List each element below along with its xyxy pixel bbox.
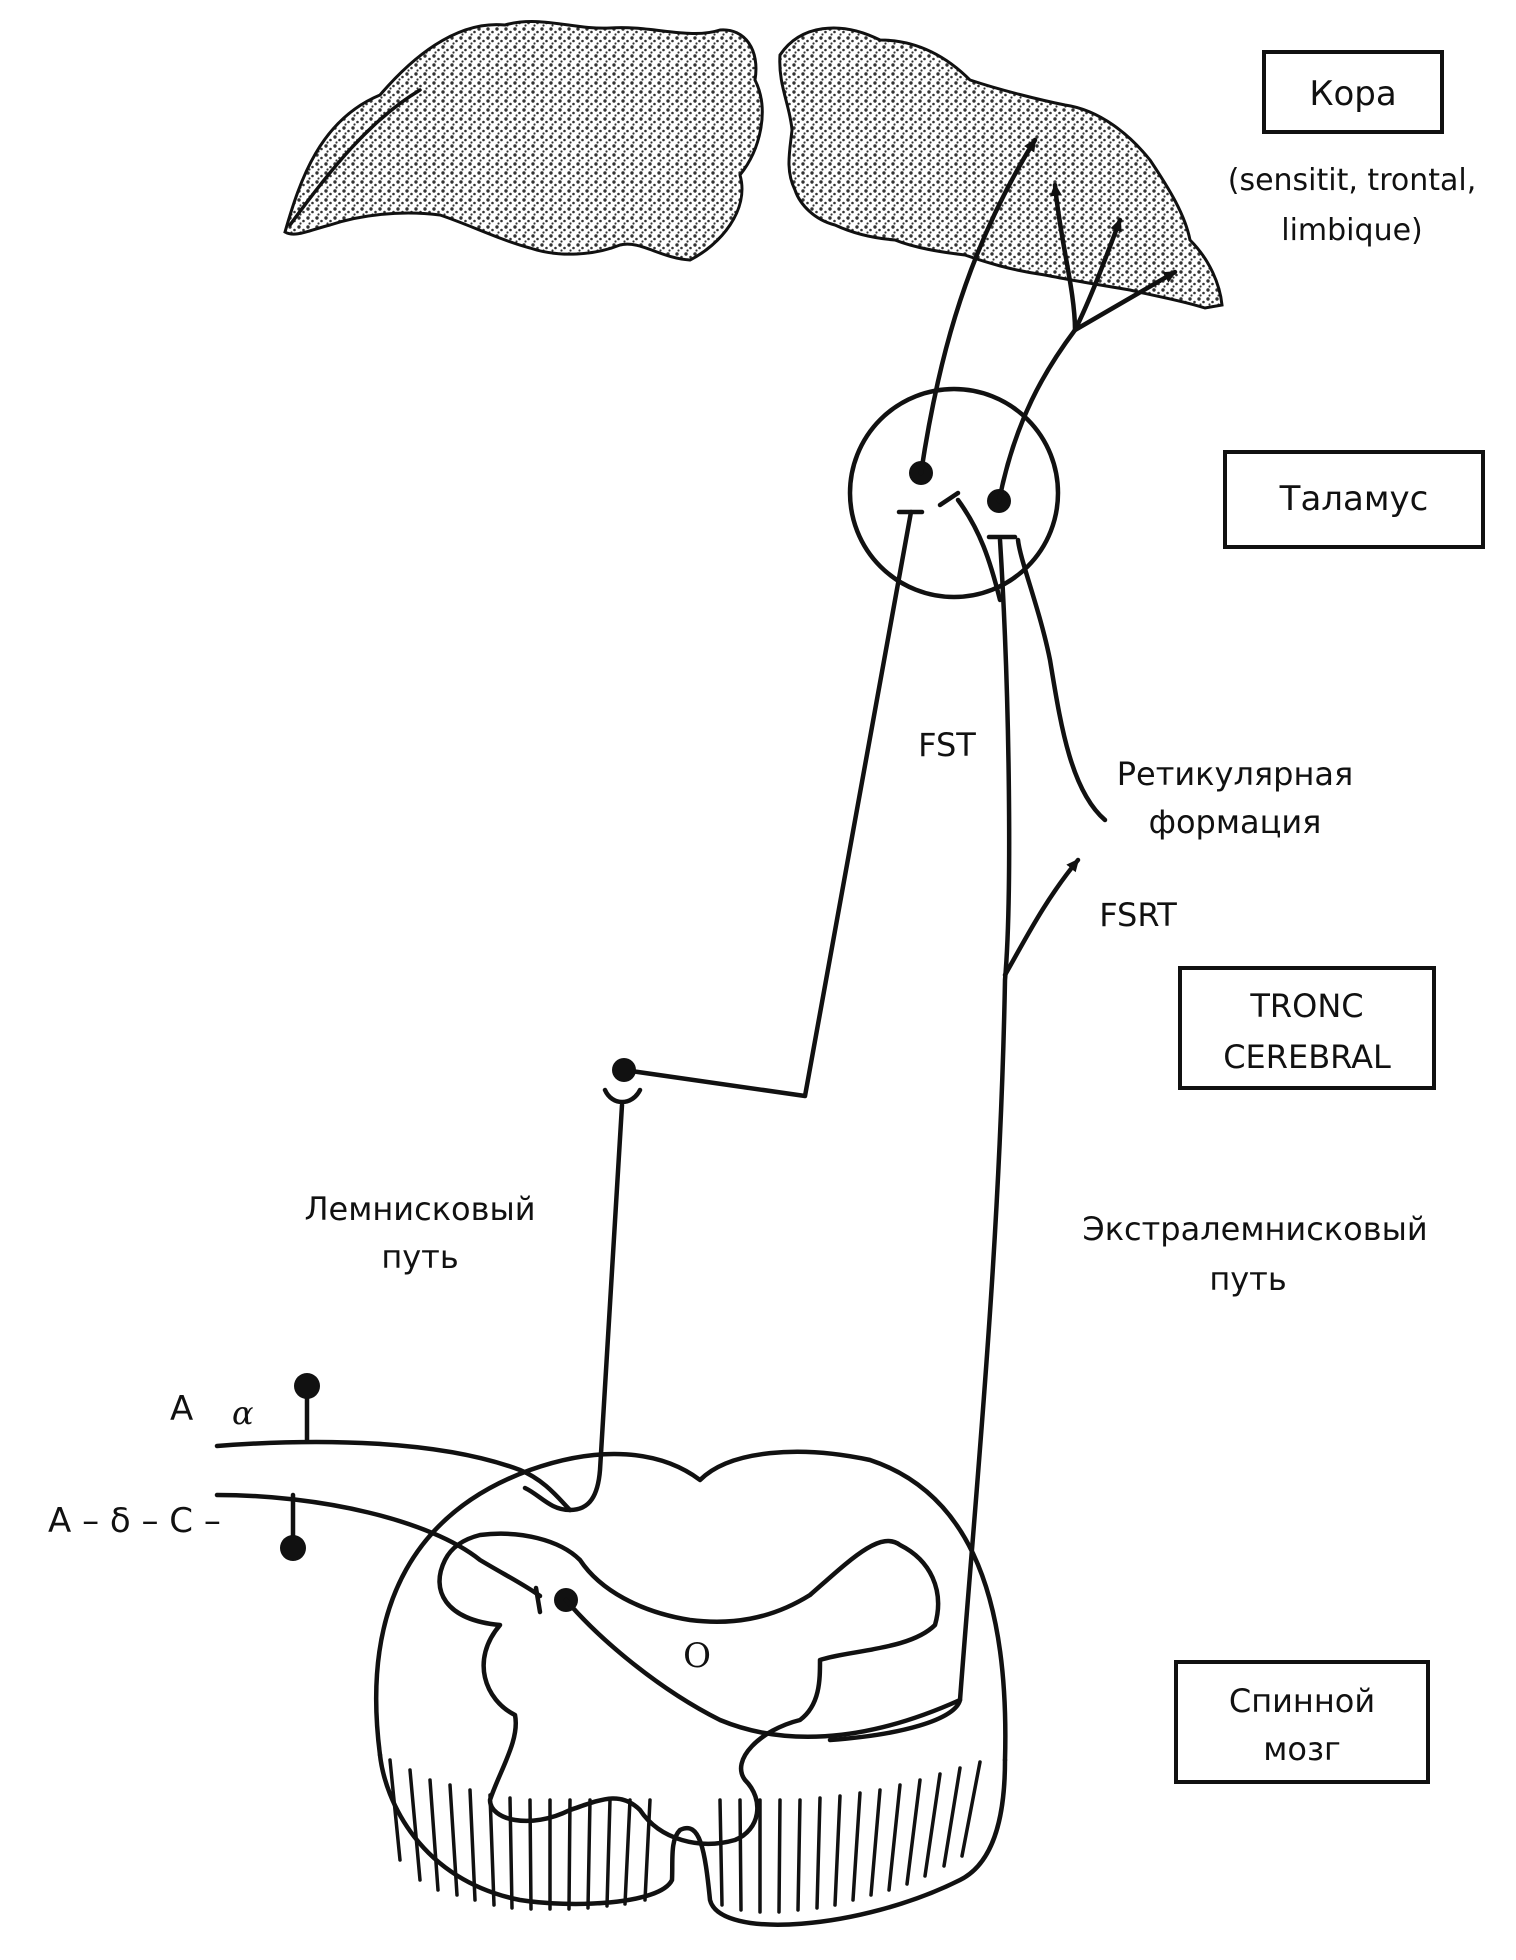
brainstem-synapse-cup: [602, 1087, 643, 1105]
lemniscal-tract-line: [621, 509, 914, 1099]
spinal-cord-label-line-2: мозг: [1263, 1730, 1341, 1768]
cortex-note-line-2: limbique): [1281, 213, 1423, 248]
a-delta-c-fiber-line: [214, 1492, 543, 1599]
spinal-cord-label-box: Спинной мозг: [1174, 1660, 1430, 1784]
spinal-cord-section: O: [374, 1449, 1008, 1927]
fiber-a-alpha-label: A: [170, 1389, 193, 1429]
thalamus-left-axon-arrow: [918, 137, 1038, 476]
reticular-formation-line-2: формация: [1149, 803, 1322, 841]
cortex-branch-arrow-1: [1050, 182, 1078, 333]
synapse-terminal-mid: [937, 490, 961, 508]
cortex-label: Кора: [1309, 74, 1396, 114]
spinal-root-stripes: [388, 1758, 982, 1914]
thalamus-circle: [847, 386, 1061, 600]
reticular-to-thalamus-line: [1015, 537, 1108, 823]
cortex-left-hemisphere: [283, 20, 764, 262]
spinal-cord-label-line-1: Спинной: [1229, 1682, 1375, 1720]
fst-label: FST: [918, 726, 976, 764]
thalamus-label: Таламус: [1279, 479, 1429, 519]
brainstem-label-box: TRONC CEREBRAL: [1178, 966, 1436, 1090]
extralemniscal-path-line-1: Экстралемнисковый: [1082, 1210, 1427, 1248]
fiber-a-delta-c-label: A – δ – C –: [48, 1501, 221, 1541]
extralemniscal-tract-line: [827, 537, 1012, 1743]
extralemniscal-to-thalamus-line: [955, 497, 1003, 603]
lemniscal-path-line-2: путь: [381, 1238, 458, 1276]
brainstem-label-line-2: CEREBRAL: [1223, 1038, 1391, 1076]
thalamus-right-axon: [996, 327, 1078, 504]
extralemniscal-path-line-2: путь: [1209, 1260, 1286, 1298]
a-alpha-ganglion-neuron: [294, 1373, 320, 1399]
reticular-formation-line-1: Ретикулярная: [1117, 755, 1353, 793]
brainstem-relay-neuron: [612, 1058, 636, 1082]
fsrt-branch-arrow: [1002, 857, 1081, 978]
lemniscal-ascending-line: [522, 1102, 625, 1513]
a-delta-c-ganglion-neuron: [280, 1535, 306, 1561]
fiber-a-alpha-greek: α: [232, 1394, 254, 1432]
cortex-note-line-1: (sensitit, trontal,: [1228, 163, 1477, 198]
central-canal: O: [683, 1636, 711, 1676]
grey-matter-outline: [437, 1531, 941, 1846]
cortex-branch-arrow-3: [1072, 269, 1178, 333]
cortex-right-hemisphere: [778, 26, 1224, 310]
fsrt-label: FSRT: [1099, 896, 1177, 934]
thalamus-label-box: Таламус: [1223, 450, 1485, 549]
brainstem-label-line-1: TRONC: [1249, 987, 1363, 1025]
dorsal-horn-axon: [563, 1597, 963, 1740]
cortex-label-box: Кора: [1262, 50, 1444, 134]
a-alpha-fiber-line: [214, 1439, 573, 1513]
lemniscal-path-line-1: Лемнисковый: [304, 1190, 535, 1228]
cortex-branch-arrow-2: [1072, 217, 1123, 333]
